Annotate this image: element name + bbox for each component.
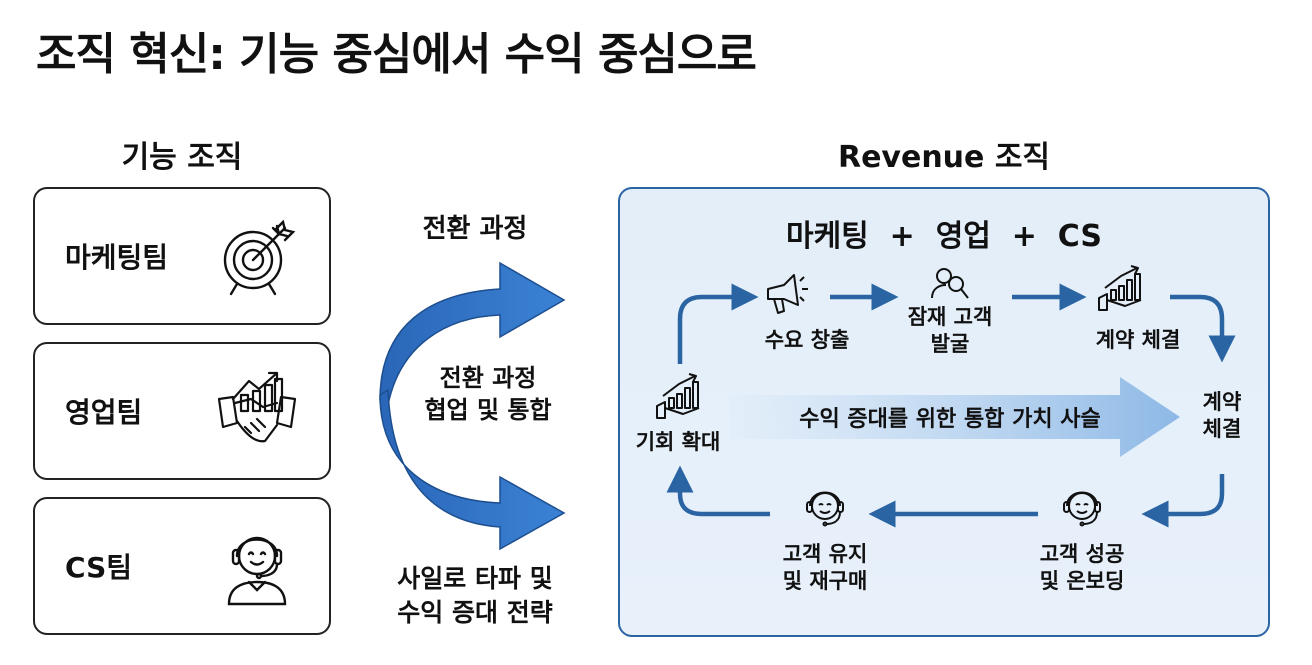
- team-label: 영업팀: [65, 396, 143, 429]
- page-title: 조직 혁신: 기능 중심에서 수익 중심으로: [36, 29, 757, 80]
- panel-title: 마케팅 + 영업 + CS: [785, 219, 1102, 254]
- stage-contract-top: 계약 체결: [1095, 328, 1181, 352]
- team-card-sales: 영업팀: [33, 342, 331, 480]
- lower-arrow: [379, 388, 566, 551]
- team-card-marketing: 마케팅팀: [33, 187, 331, 325]
- contract-right-line1: 계약: [1202, 390, 1242, 414]
- cycle-arrows: [666, 283, 1236, 528]
- team-label: CS팀: [65, 551, 132, 584]
- functional-heading: 기능 조직: [121, 140, 243, 175]
- retention-line2: 및 재구매: [782, 569, 868, 594]
- arrow-expansion-to-demand: [677, 283, 759, 364]
- stage-prospect: 잠재 고객 발굴: [908, 304, 993, 359]
- value-chain-label: 수익 증대를 위한 통합 가치 사슬: [799, 407, 1101, 432]
- user-search-icon: [931, 268, 969, 299]
- stage-expansion: 기회 확대: [635, 430, 721, 454]
- success-line2: 및 온보딩: [1039, 569, 1125, 594]
- hand-growth-chart-icon: [1098, 265, 1142, 311]
- bottom-line1: 사일로 타파 및: [397, 564, 553, 593]
- retention-line1: 고객 유지: [782, 542, 868, 566]
- headset-agent-icon: [227, 536, 287, 606]
- headset-agent-icon: [1063, 491, 1101, 527]
- middle-line1: 전환 과정: [439, 364, 537, 392]
- megaphone-icon: [767, 274, 808, 314]
- stage-demand: 수요 창출: [764, 328, 850, 352]
- contract-right-line2: 체결: [1202, 417, 1242, 442]
- team-label: 마케팅팀: [65, 241, 169, 274]
- revenue-heading: Revenue 조직: [837, 140, 1051, 175]
- hand-growth-chart-icon: [656, 373, 700, 419]
- transition-middle-label: 전환 과정 협업 및 통합: [388, 362, 588, 427]
- prospect-line1: 잠재 고객: [907, 305, 993, 329]
- transition-bottom-label: 사일로 타파 및 수익 증대 전략: [360, 562, 590, 630]
- handshake-growth-icon: [217, 371, 297, 443]
- transition-top-label: 전환 과정: [422, 214, 528, 244]
- value-chain-arrow: [730, 377, 1180, 457]
- success-line1: 고객 성공: [1039, 542, 1125, 566]
- arrow-right-to-success: [1141, 474, 1225, 528]
- revenue-panel: 마케팅 + 영업 + CS 수익 증대를 위한 통합 가치 사슬 수요 창출: [618, 187, 1270, 637]
- prospect-line2: 발굴: [930, 332, 970, 357]
- target-icon: [223, 219, 296, 296]
- curved-transition-arrows: [379, 261, 566, 551]
- stage-success: 고객 성공 및 온보딩: [1040, 541, 1125, 596]
- upper-arrow: [379, 261, 566, 407]
- arrow-retention-to-expansion: [666, 465, 770, 517]
- bottom-line2: 수익 증대 전략: [397, 597, 553, 627]
- stage-retention: 고객 유지 및 재구매: [783, 541, 868, 596]
- team-card-cs: CS팀: [33, 497, 331, 635]
- arrow-contract-to-right: [1170, 294, 1236, 363]
- middle-line2: 협업 및 통합: [424, 396, 552, 425]
- stage-contract-right: 계약 체결: [1203, 389, 1242, 444]
- headset-agent-icon: [806, 491, 844, 527]
